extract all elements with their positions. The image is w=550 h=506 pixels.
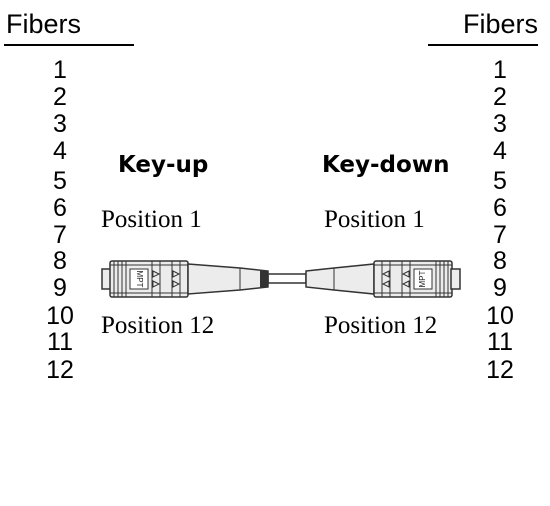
- fiber-number-right: 6: [493, 194, 507, 222]
- fiber-number-right: 12: [486, 356, 514, 384]
- fiber-number-right: 3: [493, 110, 507, 138]
- fiber-number-left: 8: [53, 247, 67, 275]
- fiber-number-left: 12: [46, 356, 74, 384]
- mpo-cable-assembly: MPT: [101, 260, 461, 298]
- fiber-number-right: 5: [493, 167, 507, 195]
- fiber-number-right: 2: [493, 83, 507, 111]
- position-12-label-right: Position 12: [324, 312, 438, 339]
- fiber-number-left: 9: [53, 274, 67, 302]
- fiber-number-right: 10: [486, 302, 514, 330]
- position-12-label-left: Position 12: [101, 312, 215, 339]
- fiber-number-left: 1: [53, 56, 67, 84]
- fiber-number-right: 1: [493, 56, 507, 84]
- fibers-header-right: Fibers: [462, 9, 538, 39]
- right-connector: MPT: [305, 260, 461, 298]
- fiber-number-left: 2: [53, 83, 67, 111]
- mpt-label-left: MPT: [135, 271, 144, 288]
- position-1-label-left: Position 1: [101, 206, 202, 233]
- fiber-number-left: 5: [53, 167, 67, 195]
- fiber-number-right: 9: [493, 274, 507, 302]
- header-underline-right: [428, 44, 538, 46]
- key-up-label: Key-up: [118, 152, 209, 178]
- fiber-number-left: 7: [53, 221, 67, 249]
- fiber-number-left: 4: [53, 137, 67, 165]
- fiber-number-left: 11: [47, 328, 73, 356]
- fiber-number-left: 6: [53, 194, 67, 222]
- fiber-number-right: 7: [493, 221, 507, 249]
- fiber-number-right: 4: [493, 137, 507, 165]
- fiber-number-left: 3: [53, 110, 67, 138]
- cable-line: [267, 273, 307, 284]
- fiber-number-right: 8: [493, 247, 507, 275]
- position-1-label-right: Position 1: [324, 206, 425, 233]
- mpt-label-right: MPT: [418, 270, 427, 287]
- fibers-header-left: Fibers: [6, 9, 82, 39]
- key-down-label: Key-down: [322, 152, 450, 178]
- header-underline-left: [4, 44, 134, 46]
- left-connector: MPT: [101, 260, 269, 298]
- fiber-number-left: 10: [46, 302, 74, 330]
- fiber-number-right: 11: [487, 328, 513, 356]
